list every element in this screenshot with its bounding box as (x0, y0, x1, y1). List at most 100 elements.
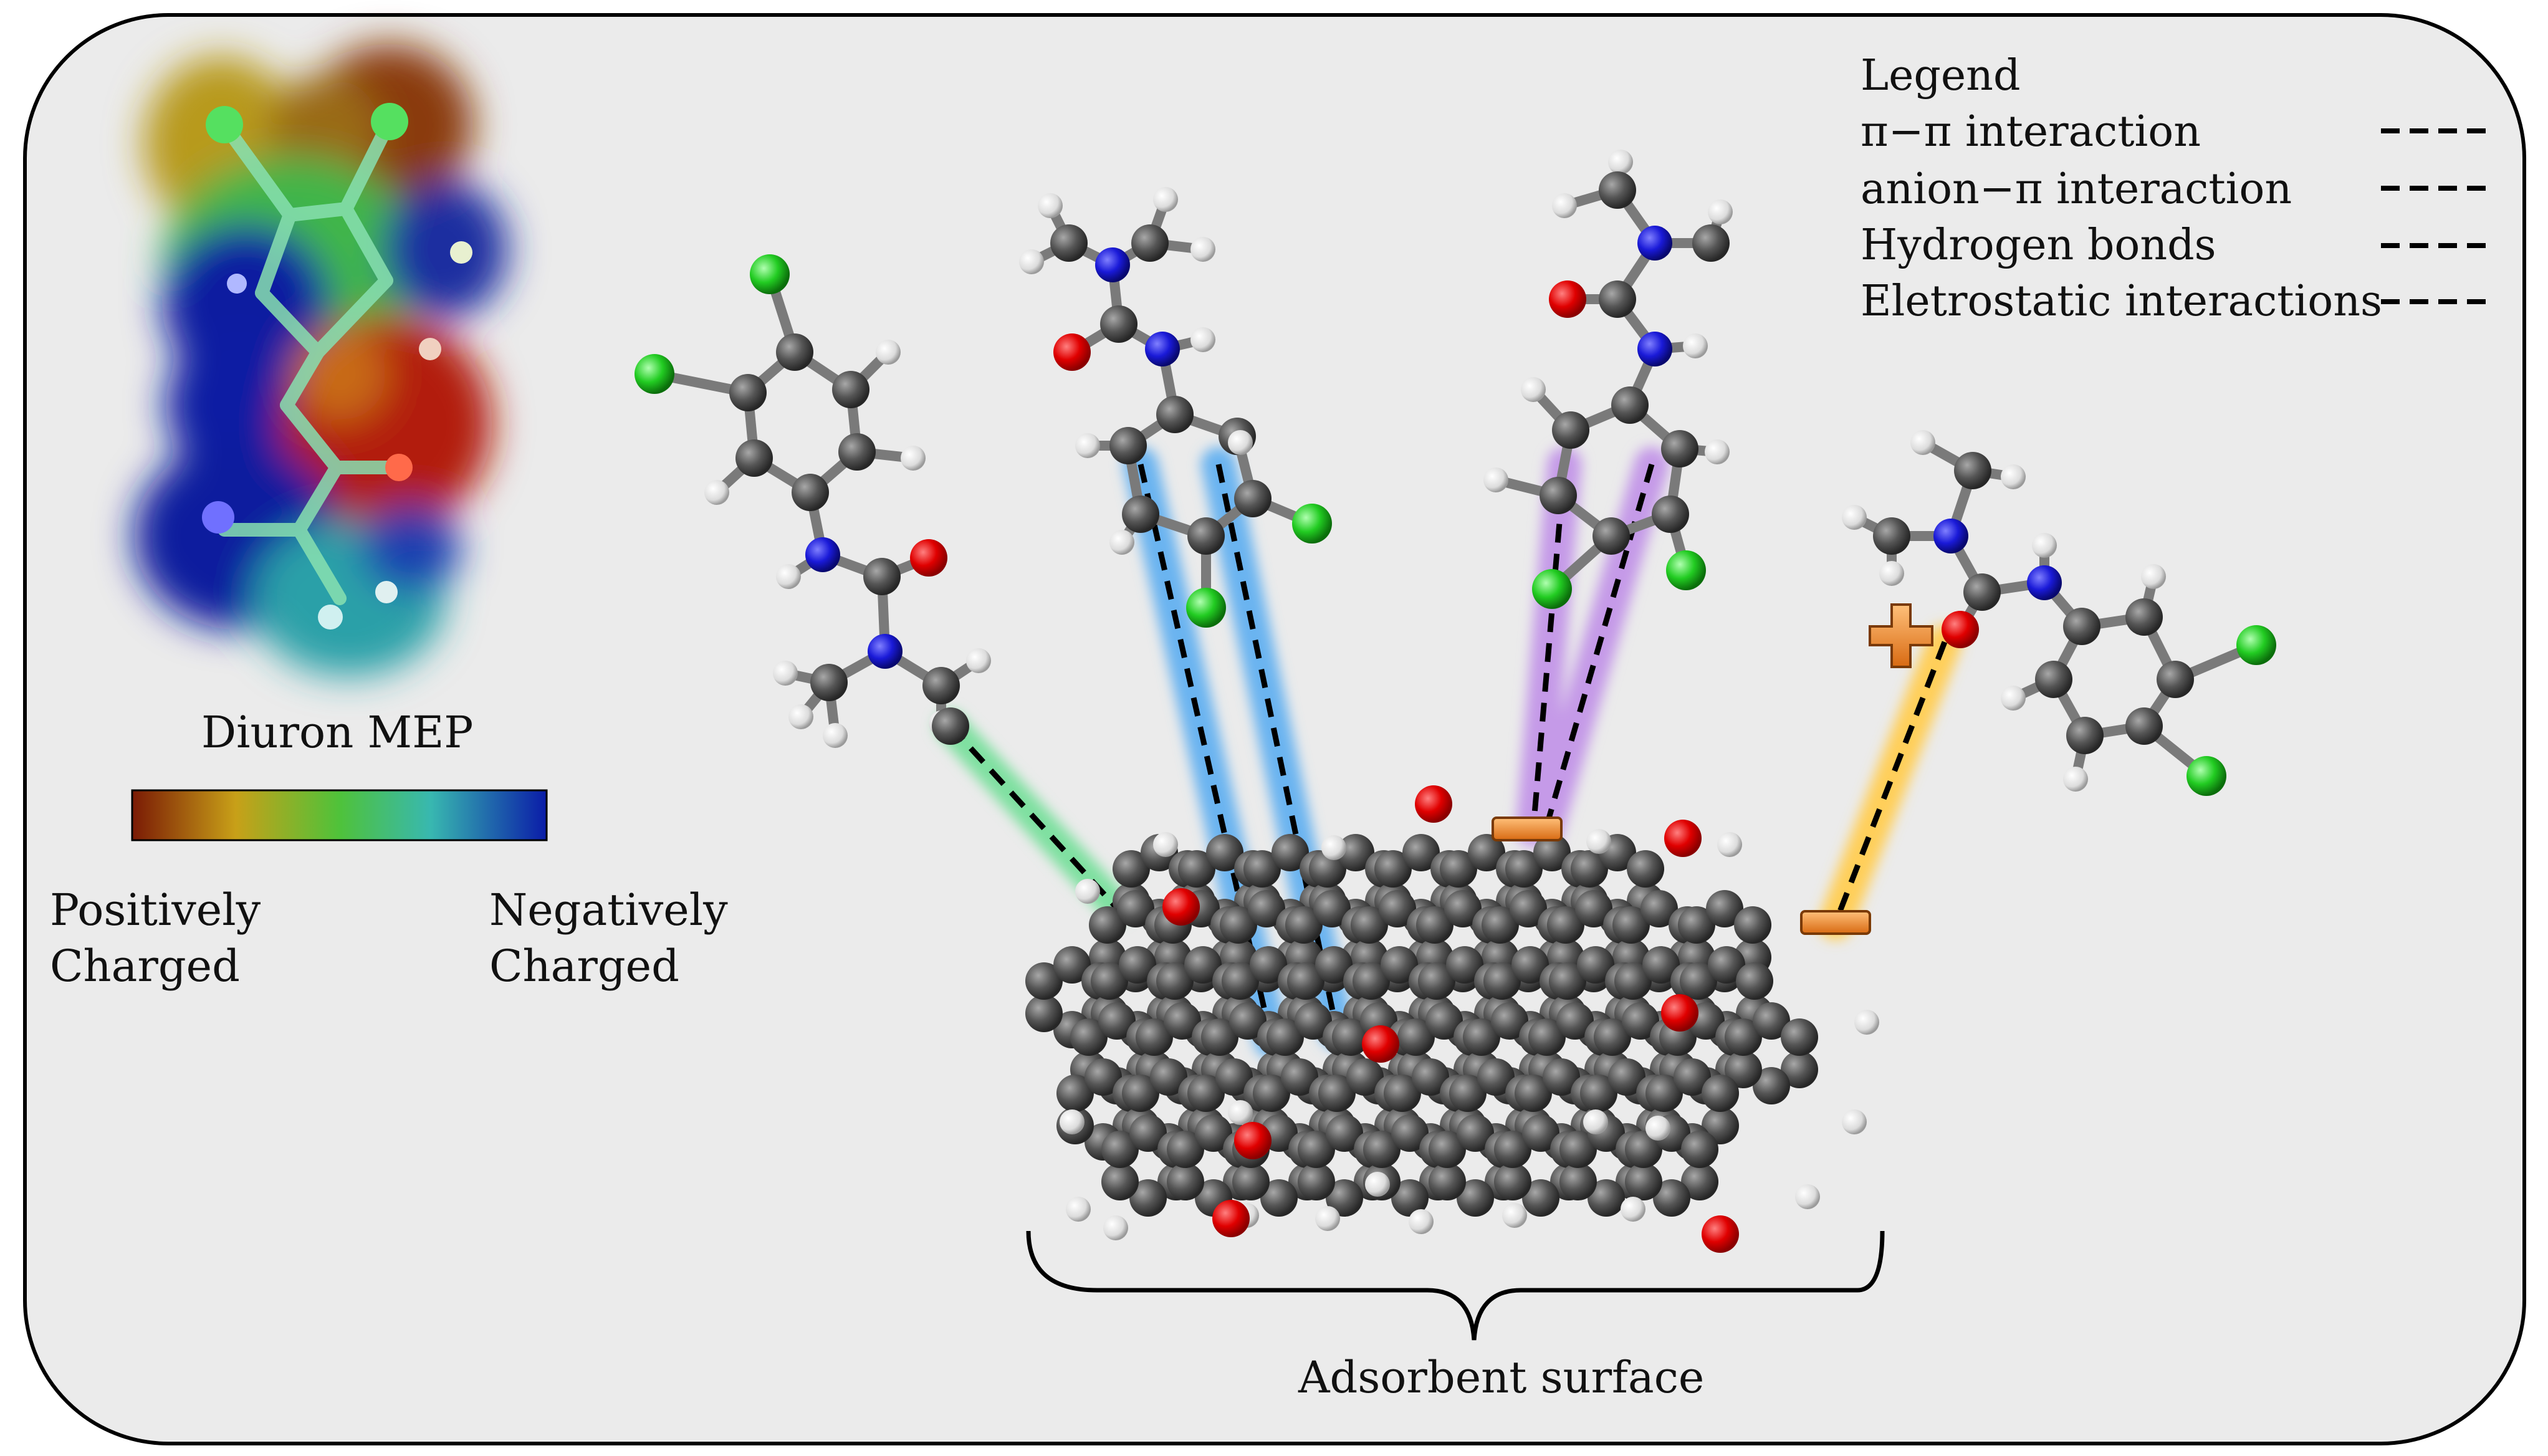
hydrogen-atom (1228, 430, 1253, 455)
hydrogen-atom (2001, 686, 2026, 711)
carbon-atom (1425, 1002, 1463, 1040)
positive-charge-marker (1869, 603, 1933, 668)
positively-charged-line2: Charged (50, 941, 240, 992)
carbon-atom (1025, 962, 1063, 1000)
hydrogen-atom (966, 648, 991, 673)
carbon-atom (1252, 1075, 1290, 1112)
hydrogen-atom (1521, 377, 1546, 402)
carbon-atom (1653, 1179, 1690, 1217)
carbon-atom (1285, 906, 1323, 944)
carbon-atom (1681, 1131, 1719, 1168)
carbon-atom (1326, 1114, 1363, 1152)
carbon-atom (1381, 946, 1418, 984)
carbon-atom (1121, 1075, 1159, 1112)
hydrogen-atom (1365, 1172, 1390, 1197)
carbon-atom (1117, 890, 1154, 927)
negative-charge-marker-2 (1800, 910, 1871, 935)
carbon-atom (1195, 1114, 1232, 1152)
carbon-atom (1575, 890, 1612, 927)
carbon-atom (1611, 386, 1649, 424)
hydrogen-atom (1190, 327, 1215, 352)
carbon-atom (1234, 480, 1272, 517)
carbon-atom (1548, 962, 1586, 1000)
carbon-atom (1593, 1018, 1631, 1056)
hydrogen-atom (1483, 467, 1508, 492)
carbon-atom (1352, 962, 1390, 1000)
carbon-atom (1098, 1002, 1136, 1040)
hydrogen-atom (1910, 430, 1935, 455)
carbon-atom (1599, 171, 1636, 209)
carbon-atom (1873, 517, 1910, 555)
carbon-atom (1374, 850, 1412, 888)
hydrogen-atom (2141, 564, 2166, 589)
carbon-atom (1692, 224, 1730, 262)
adsorbent-surface-label: Adsorbent surface (1298, 1352, 1705, 1403)
negative-charge-marker-1 (1492, 817, 1563, 841)
carbon-atom (1164, 1002, 1201, 1040)
hydrogen-atom (1795, 1184, 1820, 1209)
carbon-atom (922, 667, 960, 704)
carbon-atom (1315, 946, 1353, 984)
carbon-atom (1781, 1018, 1819, 1056)
legend-title: Legend (1861, 51, 2021, 100)
carbon-atom (1112, 850, 1150, 888)
carbon-atom (1652, 496, 1689, 533)
carbon-atom (1588, 1179, 1625, 1217)
hydrogen-atom (1842, 505, 1867, 530)
hydrogen-atom (1586, 829, 1611, 854)
positively-charged-line1: Positively (50, 884, 261, 936)
oxygen-atom (1053, 333, 1091, 371)
carbon-atom (1514, 1075, 1552, 1112)
carbon-atom (1119, 946, 1156, 984)
carbon-atom (1397, 1018, 1435, 1056)
legend-item-anion-pi: anion−π interaction (1861, 165, 2292, 214)
carbon-atom (1417, 962, 1455, 1000)
carbon-atom (1491, 1002, 1528, 1040)
carbon-atom (1391, 1114, 1429, 1152)
carbon-atom (1577, 946, 1614, 984)
hydrogen-atom (773, 661, 798, 686)
hydrogen-atom (1075, 433, 1100, 458)
hydrogen-atom (1315, 1206, 1340, 1231)
carbon-atom (1229, 1002, 1267, 1040)
carbon-atom (1248, 890, 1285, 927)
surface-brace (1026, 1230, 1885, 1341)
carbon-atom (1243, 850, 1281, 888)
carbon-atom (1593, 517, 1630, 555)
mep-color-scale (131, 789, 548, 841)
carbon-atom (1724, 1018, 1762, 1056)
carbon-atom (776, 333, 813, 371)
carbon-atom (1510, 890, 1547, 927)
carbon-atom (832, 371, 869, 408)
carbon-atom (1702, 1075, 1740, 1112)
carbon-atom (792, 474, 829, 511)
negatively-charged-line2: Charged (489, 941, 679, 992)
carbon-atom (1599, 280, 1636, 318)
carbon-atom (1556, 1002, 1594, 1040)
hydrogen-atom (1228, 1100, 1253, 1125)
carbon-atom (1533, 834, 1571, 871)
hydrogen-atom (1075, 879, 1100, 904)
carbon-atom (1402, 834, 1440, 871)
chlorine-atom (635, 354, 674, 394)
carbon-atom (1483, 962, 1521, 1000)
carbon-atom (1528, 1018, 1566, 1056)
carbon-atom (1570, 850, 1608, 888)
carbon-atom (1661, 430, 1698, 467)
oxygen-atom (1415, 785, 1452, 823)
carbon-atom (1954, 452, 1991, 489)
hydrogen-atom (1683, 333, 1708, 358)
carbon-atom (1286, 962, 1324, 1000)
nitrogen-atom (1637, 332, 1672, 366)
carbon-atom (1674, 1058, 1711, 1096)
carbon-atom (1187, 1075, 1225, 1112)
legend-swatches (2370, 120, 2498, 312)
carbon-atom (1559, 1131, 1597, 1168)
carbon-atom (1232, 1163, 1270, 1200)
hydrogen-atom (1321, 835, 1346, 860)
hydrogen-atom (2001, 464, 2026, 489)
carbon-atom (1085, 1058, 1122, 1096)
carbon-atom (1753, 1067, 1790, 1104)
carbon-atom (1272, 834, 1309, 871)
hydrogen-atom (1645, 1116, 1670, 1141)
